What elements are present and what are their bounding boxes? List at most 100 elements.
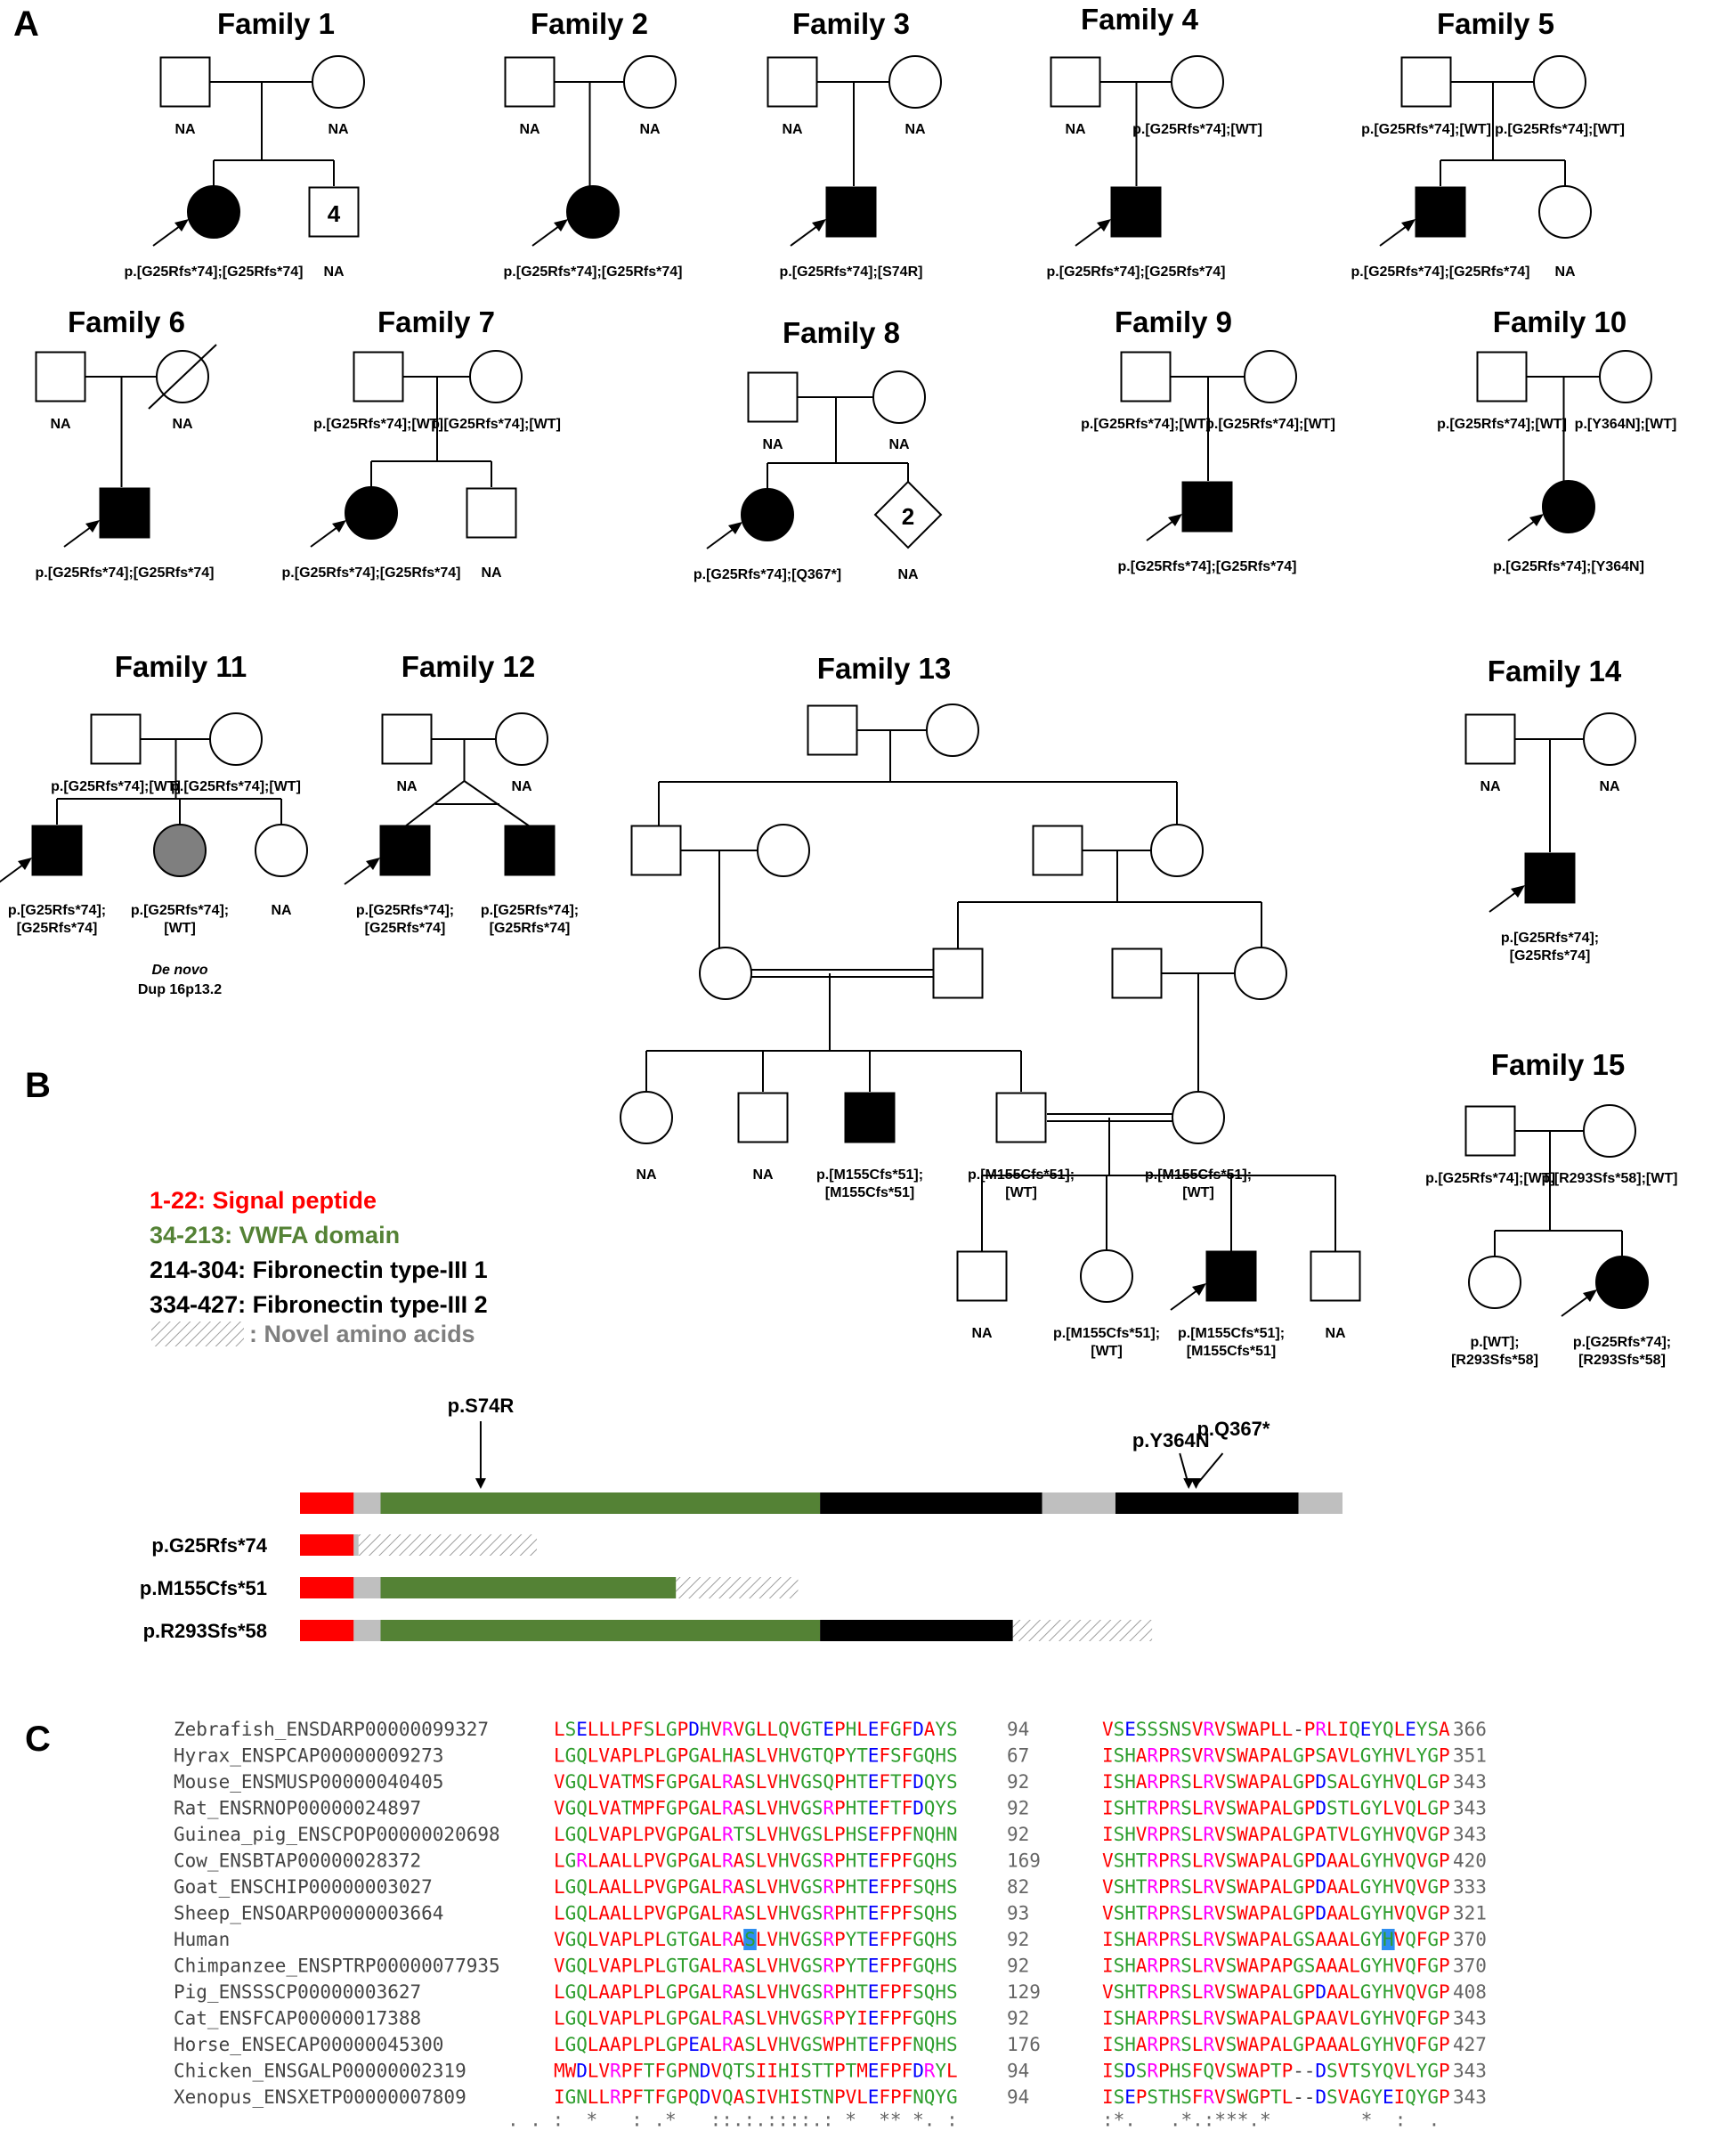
residue: E: [576, 1719, 588, 1740]
residue: Y: [1416, 2086, 1428, 2108]
residue: P: [1259, 1876, 1270, 1898]
residue: Q: [576, 1929, 588, 1950]
residue: H: [1124, 1745, 1136, 1767]
residue: S: [1114, 1850, 1125, 1872]
residue: Q: [576, 1745, 588, 1767]
father-male-symbol: [1464, 1105, 1516, 1157]
residue: E: [868, 1771, 880, 1793]
residue: L: [588, 1798, 599, 1819]
residue: P: [1158, 1745, 1170, 1767]
residue: P: [834, 2034, 846, 2055]
residue: H: [778, 1956, 790, 1977]
residue: R: [1147, 1956, 1158, 1977]
residue: V: [554, 1929, 565, 1950]
residue: R: [1170, 1771, 1181, 1793]
residue: F: [654, 2086, 666, 2108]
residue: Y: [1371, 1745, 1383, 1767]
linker: [353, 1620, 381, 1641]
residue: E: [868, 1824, 880, 1845]
residue: S: [1360, 2061, 1372, 2082]
residue: H: [778, 2008, 790, 2029]
residue: H: [778, 1850, 790, 1872]
residue: L: [632, 1850, 644, 1872]
residue: L: [856, 1719, 868, 1740]
residue: P: [1439, 1903, 1450, 1924]
residue: R: [722, 1876, 734, 1898]
vwfa-domain: [380, 1492, 821, 1514]
residue: T: [1136, 1981, 1148, 2003]
residue: L: [856, 2086, 868, 2108]
residue: A: [1270, 1929, 1282, 1950]
residue: L: [1282, 1850, 1294, 1872]
residue: R: [1203, 1876, 1214, 1898]
species-name: Rat_ENSRNOP00000024897: [174, 1798, 421, 1819]
residue: L: [1394, 1719, 1406, 1740]
novel-amino-acids: [1012, 1620, 1153, 1641]
residue: G: [666, 1719, 677, 1740]
residue: L: [654, 1745, 666, 1767]
residue: A: [700, 2034, 711, 2055]
left-position: 93: [1007, 1903, 1029, 1924]
residue: S: [744, 1981, 756, 2003]
mother-genotype: NA: [328, 122, 349, 137]
species-name: Guinea_pig_ENSCPOP00000020698: [174, 1824, 500, 1845]
residue: P: [1158, 2008, 1170, 2029]
residue: H: [778, 1798, 790, 1819]
residue: V: [1394, 1903, 1406, 1924]
residue: S: [812, 1824, 823, 1845]
residue: I: [1102, 2061, 1114, 2082]
family-title: Family 1: [217, 7, 335, 40]
left-sequence: VGQLVAPLPLGTGALRASLVHVGSRPYTEFPFGQHS: [554, 1929, 958, 1950]
residue: L: [1192, 2008, 1204, 2029]
residue: L: [654, 1981, 666, 2003]
residue: P: [1259, 1824, 1270, 1845]
residue: E: [868, 1850, 880, 1872]
father-male-symbol: [381, 713, 433, 765]
right-consensus: :*. .*.:***.* * : .: [1102, 2110, 1440, 2131]
residue: Y: [935, 2086, 946, 2108]
residue: L: [588, 1956, 599, 1977]
father-genotype: NA: [782, 122, 803, 137]
residue: Q: [1405, 1903, 1416, 1924]
residue: R: [823, 1876, 834, 1898]
child-genotype-line2: [G25Rfs*74]: [490, 921, 571, 936]
residue: Q: [924, 1824, 936, 1845]
residue: R: [722, 1850, 734, 1872]
residue: S: [812, 1850, 823, 1872]
mother-genotype: p.[G25Rfs*74];[WT]: [1205, 417, 1335, 432]
residue: T: [856, 1929, 868, 1950]
residue: P: [1158, 2034, 1170, 2055]
residue: G: [913, 2008, 924, 2029]
residue: P: [1158, 1850, 1170, 1872]
residue: M: [856, 2061, 868, 2082]
gen5-genotype: NA: [971, 1326, 993, 1341]
residue: V: [1192, 1745, 1204, 1767]
left-position: 129: [1007, 1981, 1041, 2003]
vwfa-domain: [380, 1620, 821, 1641]
residue: T: [1136, 1876, 1148, 1898]
mother-female-symbol: [1583, 1104, 1636, 1158]
father-male-symbol: [1050, 56, 1101, 108]
species-name: Sheep_ENSOARP00000003664: [174, 1903, 443, 1924]
residue: G: [946, 2086, 958, 2108]
residue: R: [722, 1824, 734, 1845]
residue: R: [610, 2086, 621, 2108]
residue: A: [610, 1824, 621, 1845]
residue: P: [890, 2086, 902, 2108]
residue: A: [1326, 2008, 1338, 2029]
residue: L: [1192, 1771, 1204, 1793]
residue: L: [554, 1719, 565, 1740]
residue: V: [654, 1850, 666, 1872]
residue: A: [1270, 1745, 1282, 1767]
left-sequence: LGQLVAPLPVGPGALRTSLVHVGSLPHSEFPFNQHN: [554, 1824, 958, 1845]
residue: R: [1203, 1771, 1214, 1793]
residue: H: [1383, 1876, 1394, 1898]
father-genotype: NA: [762, 437, 783, 452]
residue: F: [902, 1745, 913, 1767]
proband-arrow-head: [1511, 885, 1525, 898]
residue: G: [565, 1824, 577, 1845]
residue: G: [1293, 1876, 1304, 1898]
residue: G: [1293, 2034, 1304, 2055]
residue: S: [946, 1956, 958, 1977]
residue: V: [767, 1929, 778, 1950]
